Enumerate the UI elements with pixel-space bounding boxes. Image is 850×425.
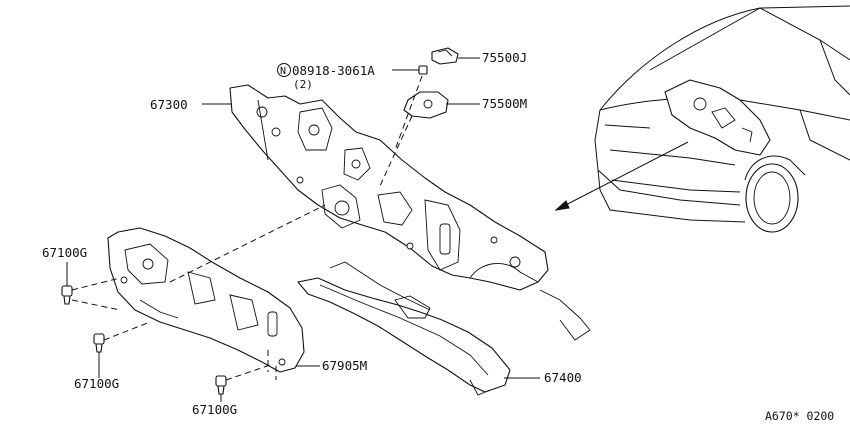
dash-panel-67300: [229, 84, 591, 341]
label-67400: 67400: [544, 370, 582, 385]
bracket-75500j: [431, 47, 459, 65]
clip-67100g-c: [215, 375, 227, 395]
bolt-marker: N: [280, 66, 286, 77]
label-75500j: 75500J: [482, 50, 527, 65]
label-bolt-qty: (2): [293, 78, 313, 91]
clip-67100g-a: [61, 285, 73, 305]
bolt-08918: [418, 65, 428, 75]
label-75500m: 75500M: [482, 96, 527, 111]
footer-code: A670* 0200: [765, 409, 834, 423]
label-67100g-c: 67100G: [192, 402, 237, 417]
label-67905m: 67905M: [322, 358, 367, 373]
insulator-67905m: [107, 227, 305, 373]
car-silhouette: [554, 5, 850, 233]
label-bolt-code: 08918-3061A: [292, 63, 375, 78]
leader-lines: [66, 57, 540, 402]
label-67100g-b: 67100G: [74, 376, 119, 391]
clip-67100g-b: [93, 333, 105, 353]
label-67100g-a: 67100G: [42, 245, 87, 260]
floor-tunnel-67400: [297, 261, 511, 396]
label-67300: 67300: [150, 97, 188, 112]
bracket-75500m: [403, 91, 449, 119]
circled-marker-icon: [277, 63, 291, 77]
